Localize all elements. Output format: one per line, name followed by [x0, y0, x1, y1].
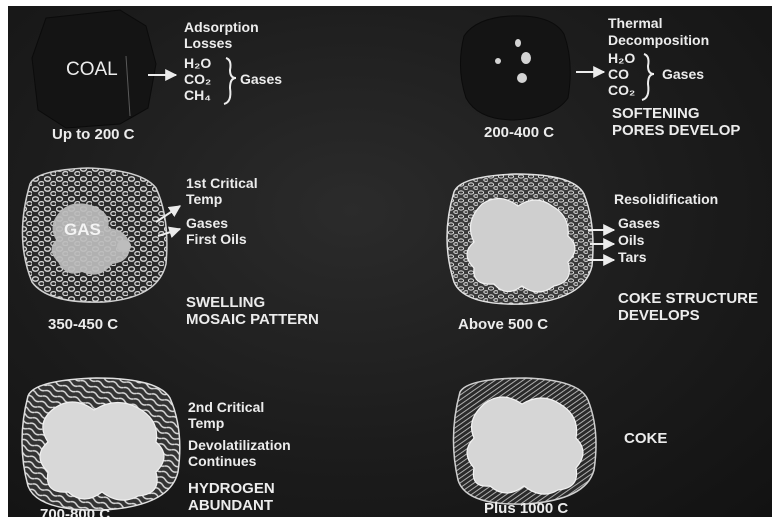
- stage-5-line-2: Temp: [188, 416, 224, 431]
- stage-3-temperature: 350-450 C: [48, 316, 118, 333]
- stage-1-gas-3: CH₄: [184, 88, 211, 103]
- coal-label: COAL: [66, 60, 118, 80]
- stage-1-line-2: Losses: [184, 36, 232, 51]
- stage-5-line-4: Continues: [188, 454, 256, 469]
- gas-label: GAS: [64, 222, 101, 237]
- stage-5-note-2: ABUNDANT: [188, 497, 273, 514]
- stage-2-line-2: Decomposition: [608, 33, 709, 48]
- stage-3-output-2: First Oils: [186, 232, 247, 247]
- coke-lobes-stage-6: [467, 397, 583, 494]
- stage-4-output-2: Oils: [618, 233, 644, 248]
- stage-2-note-1: SOFTENING: [612, 105, 700, 122]
- softening-particle: [460, 16, 570, 120]
- stage-6-note-1: COKE: [624, 430, 667, 447]
- stage-1-gas-1: H₂O: [184, 56, 211, 71]
- stage-3-output-1: Gases: [186, 216, 228, 231]
- stage-4-line-1: Resolidification: [614, 192, 718, 207]
- stage-5-temperature: 700-800 C: [40, 506, 110, 517]
- coke-lobes-stage-4: [467, 198, 575, 292]
- stage-1-line-1: Adsorption: [184, 20, 259, 35]
- stage-1-gas-2: CO₂: [184, 72, 211, 87]
- stage-3-line-1: 1st Critical: [186, 176, 258, 191]
- stage-5-line-1: 2nd Critical: [188, 400, 264, 415]
- stage-1-gases-tag: Gases: [240, 72, 282, 87]
- stage-1-temperature: Up to 200 C: [52, 126, 135, 143]
- brace-stage-2: [642, 54, 654, 100]
- stage-2-gas-1: H₂O: [608, 51, 635, 66]
- stage-4-output-3: Tars: [618, 250, 647, 265]
- brace-stage-1: [224, 58, 236, 104]
- stage-3-note-2: MOSAIC PATTERN: [186, 311, 319, 328]
- coke-lobes-stage-5: [40, 402, 164, 500]
- stage-5-note-1: HYDROGEN: [188, 480, 275, 497]
- stage-2-gas-3: CO₂: [608, 83, 635, 98]
- stage-6-temperature: Plus 1000 C: [484, 500, 568, 517]
- stage-5-line-3: Devolatilization: [188, 438, 291, 453]
- gas-bubble: [117, 240, 131, 252]
- stage-4-note-1: COKE STRUCTURE: [618, 290, 758, 307]
- stage-4-temperature: Above 500 C: [458, 316, 548, 333]
- stage-2-gas-2: CO: [608, 67, 629, 82]
- stage-2-note-2: PORES DEVELOP: [612, 122, 740, 139]
- stage-2-line-1: Thermal: [608, 16, 662, 31]
- stage-2-temperature: 200-400 C: [484, 124, 554, 141]
- diagram-board: COAL Adsorption Losses H₂O CO₂ CH₄ Gases…: [8, 6, 772, 517]
- stage-3-line-2: Temp: [186, 192, 222, 207]
- stage-3-note-1: SWELLING: [186, 294, 265, 311]
- stage-4-note-2: DEVELOPS: [618, 307, 700, 324]
- stage-4-output-1: Gases: [618, 216, 660, 231]
- stage-2-gases-tag: Gases: [662, 67, 704, 82]
